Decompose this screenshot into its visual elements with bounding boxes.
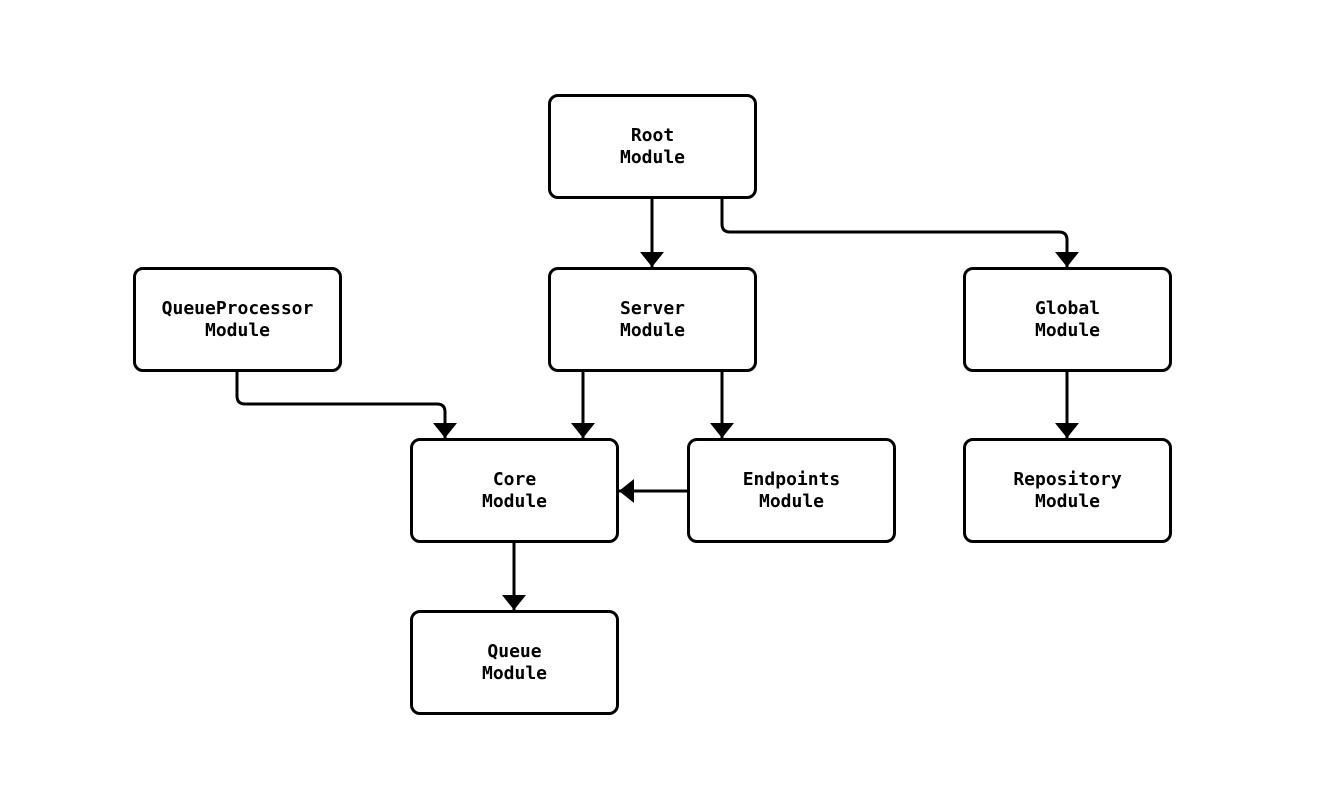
node-label-line1: Endpoints (742, 468, 841, 490)
edge-queueProcessor-to-core (235, 372, 457, 438)
node-label-line2: Module (204, 319, 271, 341)
node-label-line2: Module (1034, 490, 1101, 512)
node-label-line1: Core (492, 468, 537, 490)
node-label-line1: Repository (1013, 468, 1122, 490)
node-label-line1: Root (630, 124, 675, 146)
node-label-line1: Global (1034, 297, 1101, 319)
node-label-line2: Module (619, 146, 686, 168)
node-label-line2: Module (481, 490, 548, 512)
node-label-line2: Module (758, 490, 825, 512)
node-label-line1: Server (619, 297, 686, 319)
node-label-line2: Module (619, 319, 686, 341)
edge-root-to-global (720, 198, 1079, 267)
node-label-line1: Queue (487, 640, 542, 662)
node-label-line2: Module (1034, 319, 1101, 341)
node-label-line2: Module (481, 662, 548, 684)
node-label-line1: QueueProcessor (161, 297, 314, 319)
